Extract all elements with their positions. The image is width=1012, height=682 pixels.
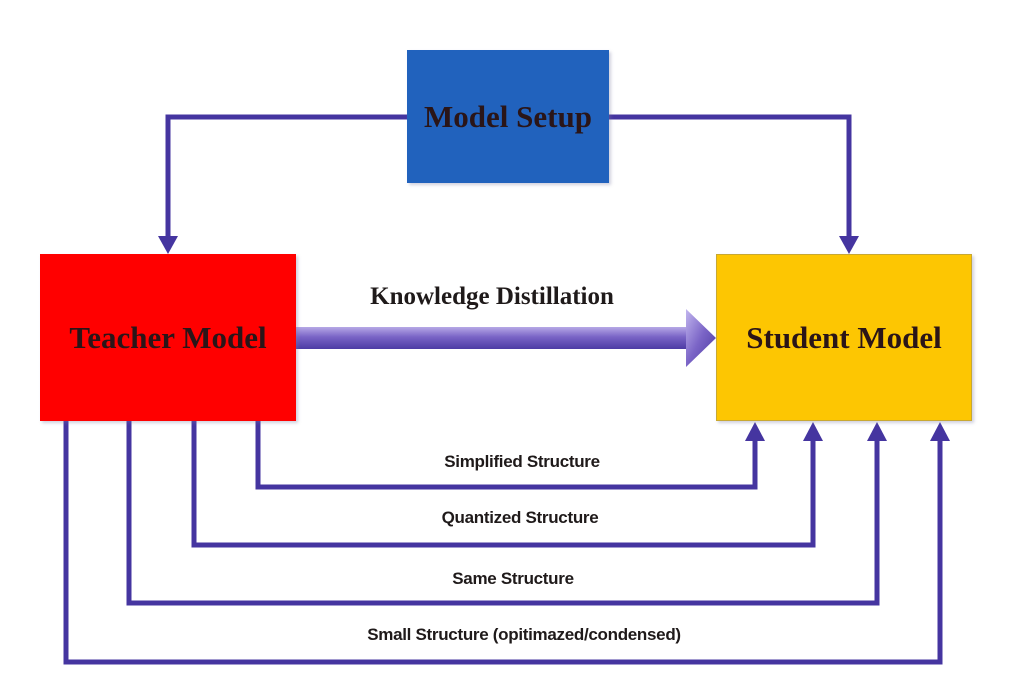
connector-line [609, 114, 852, 240]
small-structure-label: Small Structure (opitimazed/condensed) [367, 625, 681, 644]
arrowhead-up-icon [867, 422, 887, 441]
teacher-model-node: Teacher Model [40, 254, 296, 421]
connector-line [63, 421, 943, 665]
knowledge-distillation-arrow [296, 309, 716, 367]
arrowhead-right-icon [686, 309, 716, 367]
connector-line [191, 421, 816, 548]
same-structure-label: Same Structure [452, 569, 574, 588]
arrowhead-up-icon [745, 422, 765, 441]
arrowhead-up-icon [930, 422, 950, 441]
arrowhead-down-icon [839, 236, 859, 254]
arrowhead-up-icon [803, 422, 823, 441]
setup-to-student-connector [609, 114, 859, 254]
knowledge-distillation-label: Knowledge Distillation [370, 283, 614, 310]
structure-connector-same [126, 421, 887, 606]
teacher-model-label: Teacher Model [69, 319, 267, 355]
quantized-structure-label: Quantized Structure [441, 508, 599, 527]
setup-to-teacher-connector [158, 114, 407, 254]
simplified-structure-label: Simplified Structure [444, 452, 600, 471]
student-model-node: Student Model [716, 254, 972, 421]
connector-line [255, 421, 758, 490]
model-setup-label: Model Setup [424, 98, 592, 134]
structure-connector-quantized [191, 421, 823, 548]
arrowhead-down-icon [158, 236, 178, 254]
arrow-shaft [296, 327, 690, 349]
student-model-label: Student Model [746, 319, 942, 355]
connector-line [126, 421, 880, 606]
model-setup-node: Model Setup [407, 50, 609, 183]
connector-line [165, 114, 407, 240]
structure-connector-simplified [255, 421, 765, 490]
structure-connector-small [63, 421, 950, 665]
